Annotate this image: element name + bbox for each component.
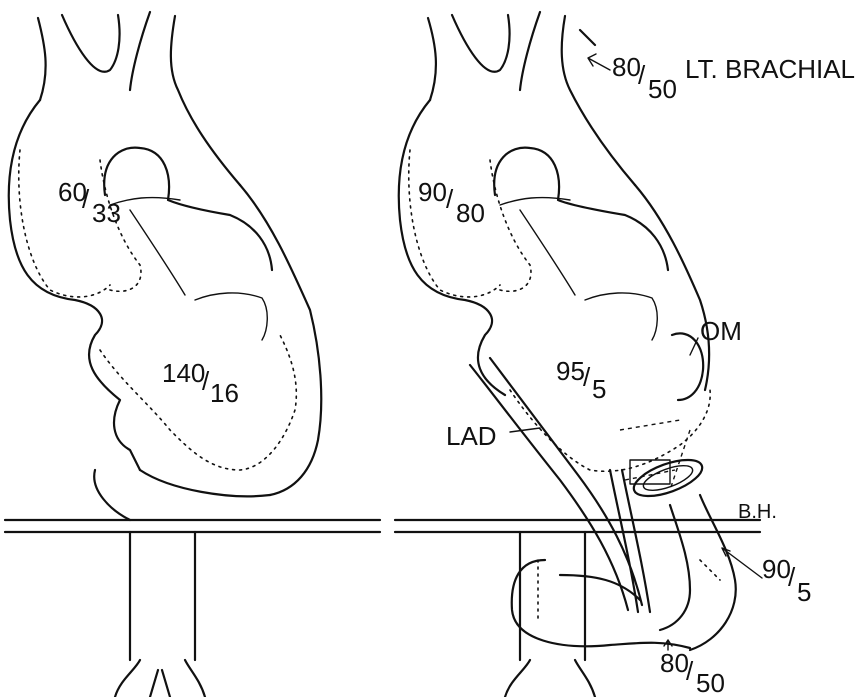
om-graft: [672, 333, 703, 400]
right-diaphragm: [395, 520, 760, 532]
left-septum: [110, 198, 267, 340]
left-aortic-root: [104, 148, 272, 270]
distal-slash: /: [686, 656, 694, 686]
left-vessel: [115, 532, 205, 697]
right-lv-pressure-den: 5: [592, 374, 606, 404]
conduit-ring-inner: [640, 461, 695, 496]
right-aorta-pressure-num: 90: [418, 177, 447, 207]
left-lv-pressure-num: 140: [162, 358, 205, 388]
left-aorta-slash: /: [82, 184, 90, 214]
left-myocardium-upper: [19, 150, 141, 297]
right-aorta-slash: /: [446, 184, 454, 214]
right-myocardium-lower: [510, 390, 710, 471]
artist-signature: B.H.: [738, 501, 777, 523]
om-label: OM: [700, 316, 742, 346]
left-aortic-arch: [38, 12, 240, 185]
distal-pressure-den: 50: [696, 668, 725, 697]
brachial-pressure-num: 80: [612, 52, 641, 82]
conduit-pressure-num: 90: [762, 554, 791, 584]
left-diaphragm: [5, 520, 380, 532]
brachial-label: LT. BRACHIAL: [685, 54, 855, 84]
lad-leader: [510, 428, 540, 432]
right-vessel: [505, 532, 595, 697]
distal-pressure-num: 80: [660, 648, 689, 678]
left-heart: [5, 12, 380, 697]
left-heart-outline: [9, 100, 322, 495]
left-lv-pressure-den: 16: [210, 378, 239, 408]
lad-label: LAD: [446, 421, 497, 451]
right-aorta-pressure-den: 80: [456, 198, 485, 228]
left-aorta-pressure-den: 33: [92, 198, 121, 228]
right-aortic-arch: [428, 12, 635, 185]
brachial-arrow: [588, 54, 610, 70]
conduit-arrow: [722, 548, 762, 578]
right-heart: [395, 12, 762, 697]
left-lower-contour: [94, 470, 270, 520]
conduit-tube: [660, 495, 736, 650]
brachial-slash: /: [638, 60, 646, 90]
conduit-pressure-den: 5: [797, 577, 811, 607]
right-lv-pressure-num: 95: [556, 356, 585, 386]
conduit-slash: /: [788, 562, 796, 592]
right-aortic-root: [494, 148, 668, 270]
brachial-pressure-den: 50: [648, 74, 677, 104]
right-lv-slash: /: [583, 362, 591, 392]
left-lv-slash: /: [202, 366, 210, 396]
